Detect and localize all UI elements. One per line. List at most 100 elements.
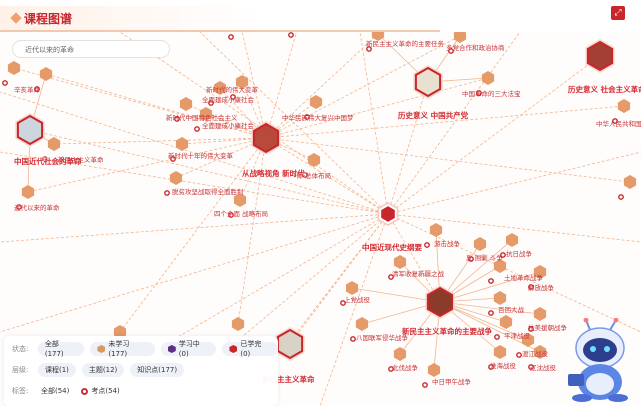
topic-node[interactable] xyxy=(39,67,53,81)
topic-node[interactable] xyxy=(533,265,547,279)
topic-node[interactable] xyxy=(623,175,637,189)
hub-node[interactable] xyxy=(16,114,44,146)
topic-label[interactable]: 淮海战役 xyxy=(490,362,516,370)
hub-node[interactable] xyxy=(426,286,454,318)
hub-label-newera[interactable]: 从战略视角 新时代 xyxy=(242,169,305,178)
topic-label[interactable]: 中华人民共和国成立 xyxy=(596,120,641,128)
topic-label[interactable]: 全面建成小康社会 xyxy=(202,96,254,104)
topic-node[interactable] xyxy=(393,347,407,361)
topic-label[interactable]: 辽沈战役 xyxy=(530,364,556,372)
topic-label[interactable]: 多党合作和政治协商 xyxy=(446,44,505,52)
level-filter-topic[interactable]: 主题(12) xyxy=(81,363,125,377)
topic-label[interactable]: 一体 总体布局 xyxy=(290,172,332,180)
topic-node[interactable] xyxy=(371,32,385,41)
status-filter-not-started[interactable]: 未学习(177) xyxy=(90,340,155,358)
topic-node[interactable] xyxy=(493,259,507,273)
topic-label[interactable]: 中华民族伟大复兴中国梦 xyxy=(282,114,354,122)
topic-label[interactable]: 四个全面 战略布局 xyxy=(214,210,269,218)
topic-label[interactable]: 抗日战争 xyxy=(506,250,532,258)
topic-node[interactable] xyxy=(617,99,631,113)
topic-label[interactable]: 反 围剿 斗争 xyxy=(466,254,503,262)
topic-label[interactable]: 八国联军侵华战争 xyxy=(356,334,408,342)
topic-node[interactable] xyxy=(453,32,467,43)
search-input[interactable]: 近代以来的革命 xyxy=(12,40,170,58)
filter-row-status: 状态: 全部(177) 未学习(177) 学习中(0) 已学完(0) xyxy=(12,340,279,358)
topic-label[interactable]: 平津战役 xyxy=(504,332,530,340)
topic-node[interactable] xyxy=(473,237,487,251)
topic-label[interactable]: 上党战役 xyxy=(344,296,370,304)
topic-node[interactable] xyxy=(481,71,495,85)
topic-node[interactable] xyxy=(235,75,249,89)
course-node[interactable] xyxy=(379,203,397,225)
topic-node[interactable] xyxy=(427,363,441,377)
hub-label-wars[interactable]: 新民主主义革命的主要战争 xyxy=(402,327,492,336)
topic-node[interactable] xyxy=(505,233,519,247)
topic-label[interactable]: 近代以来的革命 xyxy=(14,204,60,212)
topic-node[interactable] xyxy=(179,97,193,111)
hub-node[interactable] xyxy=(276,328,304,360)
topic-label[interactable]: 中日甲午战争 xyxy=(432,378,471,386)
topic-node[interactable] xyxy=(345,281,359,295)
level-filter-course[interactable]: 课程(1) xyxy=(38,363,76,377)
topic-node[interactable] xyxy=(233,193,247,207)
topic-node[interactable] xyxy=(355,317,369,331)
topic-label[interactable]: 辛亥革命 xyxy=(14,86,40,94)
topic-node[interactable] xyxy=(429,223,443,237)
topic-node[interactable] xyxy=(175,137,189,151)
knowledge-graph[interactable]: 中国近现代史纲要 新民主主义革命的主要战争 从战略视角 新时代 历史意义 中国共… xyxy=(0,32,641,406)
status-filter-in-progress[interactable]: 学习中(0) xyxy=(160,340,217,358)
topic-node[interactable] xyxy=(169,171,183,185)
hub-label-socialist[interactable]: 历史意义 社会主义革命 xyxy=(568,85,641,94)
topic-label[interactable]: 北伐战争 xyxy=(392,364,418,372)
graph-edge xyxy=(387,151,641,215)
topic-label[interactable]: 解放战争 xyxy=(528,284,554,292)
topic-label[interactable]: 脱贫攻坚战取得全面胜利 xyxy=(172,188,244,196)
hub-label-newdemo[interactable]: 新民主主义革命 xyxy=(262,375,315,384)
topic-node[interactable] xyxy=(113,325,127,339)
topic-node[interactable] xyxy=(533,345,547,359)
topic-node[interactable] xyxy=(47,137,61,151)
topic-label[interactable]: 百团大战 xyxy=(498,306,524,314)
topic-label[interactable]: 渡江战役 xyxy=(522,350,548,358)
status-filter-all[interactable]: 全部(177) xyxy=(37,340,85,358)
topic-node[interactable] xyxy=(21,185,35,199)
topic-node[interactable] xyxy=(199,107,213,121)
topic-label[interactable]: 新时代十年的伟大变革 xyxy=(168,152,233,160)
topic-label[interactable]: 清军收复新疆之战 xyxy=(392,270,444,278)
topic-label[interactable]: 新时代中国特色社会主义 xyxy=(166,114,238,122)
topic-node[interactable] xyxy=(493,291,507,305)
hub-label-modern[interactable]: 中国近代社会的革命 xyxy=(14,157,82,166)
topic-node[interactable] xyxy=(213,81,227,95)
status-filter-done[interactable]: 已学完(0) xyxy=(222,340,279,358)
topic-node[interactable] xyxy=(393,255,407,269)
level-filter-point[interactable]: 知识点(177) xyxy=(130,363,185,377)
topic-node[interactable] xyxy=(307,153,321,167)
graph-edge xyxy=(265,35,461,139)
topic-label[interactable]: 全面建成小康社会 xyxy=(202,122,254,130)
graph-canvas[interactable] xyxy=(0,32,641,406)
topic-label[interactable]: 游击战争 xyxy=(434,240,460,248)
exam-point-icon xyxy=(288,32,294,38)
hub-label-course[interactable]: 中国近现代史纲要 xyxy=(362,243,422,252)
tag-filter-all[interactable]: 全部(54) xyxy=(38,384,72,398)
topic-label[interactable]: 新民主主义革命 xyxy=(58,156,104,164)
topic-node[interactable] xyxy=(231,317,245,331)
topic-label[interactable]: 中国革命的三大法宝 xyxy=(462,90,521,98)
topic-label[interactable]: 新时代的伟大变革 xyxy=(206,86,258,94)
topic-node[interactable] xyxy=(7,61,21,75)
topic-node[interactable] xyxy=(499,315,513,329)
topic-label[interactable]: 土地革命战争 xyxy=(504,274,543,282)
hub-node[interactable] xyxy=(414,66,442,98)
hub-label-party[interactable]: 历史意义 中国共产党 xyxy=(398,111,469,120)
topic-node[interactable] xyxy=(493,345,507,359)
hub-node[interactable] xyxy=(252,122,280,154)
topic-label[interactable]: 新民主主义革命的主要任务 xyxy=(366,40,444,48)
topic-label[interactable]: 抗美援朝战争 xyxy=(528,324,567,332)
topic-node[interactable] xyxy=(533,307,547,321)
hub-node[interactable] xyxy=(586,40,614,72)
topic-node[interactable] xyxy=(521,333,535,347)
robot-assistant-icon[interactable] xyxy=(566,318,636,404)
topic-node[interactable] xyxy=(309,95,323,109)
tag-filter-exam[interactable]: 考点(54) xyxy=(78,384,122,398)
expand-icon[interactable]: ⤢ xyxy=(611,6,625,20)
